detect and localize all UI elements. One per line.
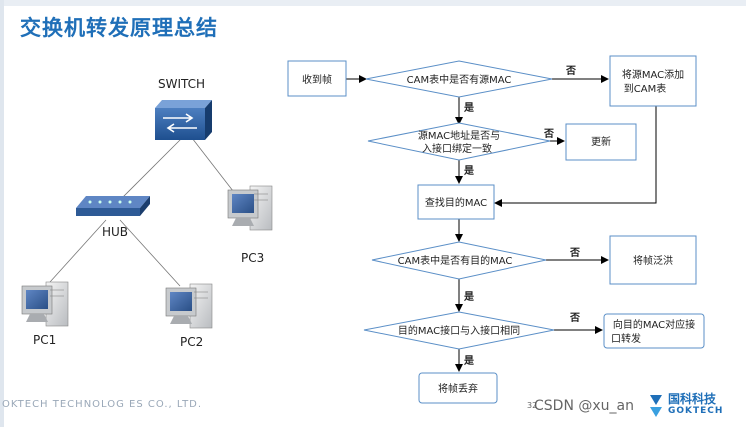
pc3-icon [227, 185, 273, 231]
forward-text-2: 口转发 [611, 332, 641, 345]
left-edge [0, 0, 4, 427]
hub-icon [76, 196, 150, 216]
decision-dst-mac [371, 241, 547, 280]
switch-icon [155, 100, 212, 140]
flood-box [609, 235, 697, 285]
label-no-src: 否 [565, 65, 576, 77]
company-logo: 国科科技 GOKTECH [646, 388, 746, 424]
decision-port-text: 目的MAC接口与入接口相同 [398, 324, 520, 337]
update-text: 更新 [591, 135, 611, 148]
label-yes-src: 是 [463, 102, 474, 114]
add-src-mac-box [609, 55, 697, 107]
flowchart [287, 55, 705, 404]
label-yes-bind: 是 [463, 165, 474, 177]
add-src-text-2: 到CAM表 [624, 82, 666, 95]
network-topology: SWITCH HUB PC3 [21, 77, 273, 349]
decision-port [363, 311, 555, 350]
label-no-bind: 否 [543, 128, 554, 140]
slide-title: 交换机转发原理总结 [20, 16, 218, 40]
drop-text: 将帧丢弃 [438, 382, 478, 395]
link-hub-pc2 [119, 219, 181, 287]
link-switch-pc3 [191, 137, 241, 201]
csdn-watermark: CSDN @xu_an [534, 398, 634, 414]
forward-box [603, 313, 705, 349]
flowchart-labels: 收到帧 CAM表中是否有源MAC 将源MAC添加 到CAM表 源MAC地址是否与… [302, 65, 695, 395]
add-src-text-1: 将源MAC添加 [622, 68, 684, 81]
decision-bind-text-2: 入接口绑定一致 [422, 142, 492, 155]
logo-name: 国科科技 [668, 392, 717, 406]
pc1-label: PC1 [33, 333, 56, 347]
label-no-port: 否 [569, 312, 580, 324]
decision-src-text: CAM表中是否有源MAC [407, 73, 512, 86]
forward-text-1: 向目的MAC对应接 [613, 318, 695, 331]
decision-bind [367, 122, 551, 161]
flood-text: 将帧泛洪 [633, 254, 673, 267]
logo-mark-icon [650, 395, 662, 417]
pc3-label: PC3 [241, 251, 264, 265]
switch-label: SWITCH [158, 77, 205, 91]
receive-frame-text: 收到帧 [302, 73, 332, 86]
pc2-icon [165, 283, 213, 329]
link-switch-hub [119, 137, 183, 201]
lookup-dst-box [417, 184, 495, 220]
update-box [565, 123, 637, 161]
footer-company: OKTECH TECHNOLOG ES CO., LTD. [2, 399, 203, 410]
top-strip [0, 0, 746, 6]
lookup-text: 查找目的MAC [425, 196, 487, 209]
logo-sub: GOKTECH [668, 406, 724, 416]
decision-src-mac [365, 60, 553, 98]
label-yes-port: 是 [463, 355, 474, 367]
hub-label: HUB [102, 225, 128, 239]
decision-dst-text: CAM表中是否有目的MAC [398, 254, 513, 267]
link-hub-pc1 [49, 219, 107, 283]
pc2-label: PC2 [180, 335, 203, 349]
drop-box [418, 372, 498, 404]
label-no-dst: 否 [569, 247, 580, 259]
pc1-icon [21, 281, 69, 327]
label-yes-dst: 是 [463, 291, 474, 303]
arrow-add-to-lookup [494, 106, 657, 207]
receive-frame-box [287, 60, 347, 97]
decision-bind-text-1: 源MAC地址是否与 [418, 129, 500, 142]
page-number: 32 [527, 401, 538, 410]
